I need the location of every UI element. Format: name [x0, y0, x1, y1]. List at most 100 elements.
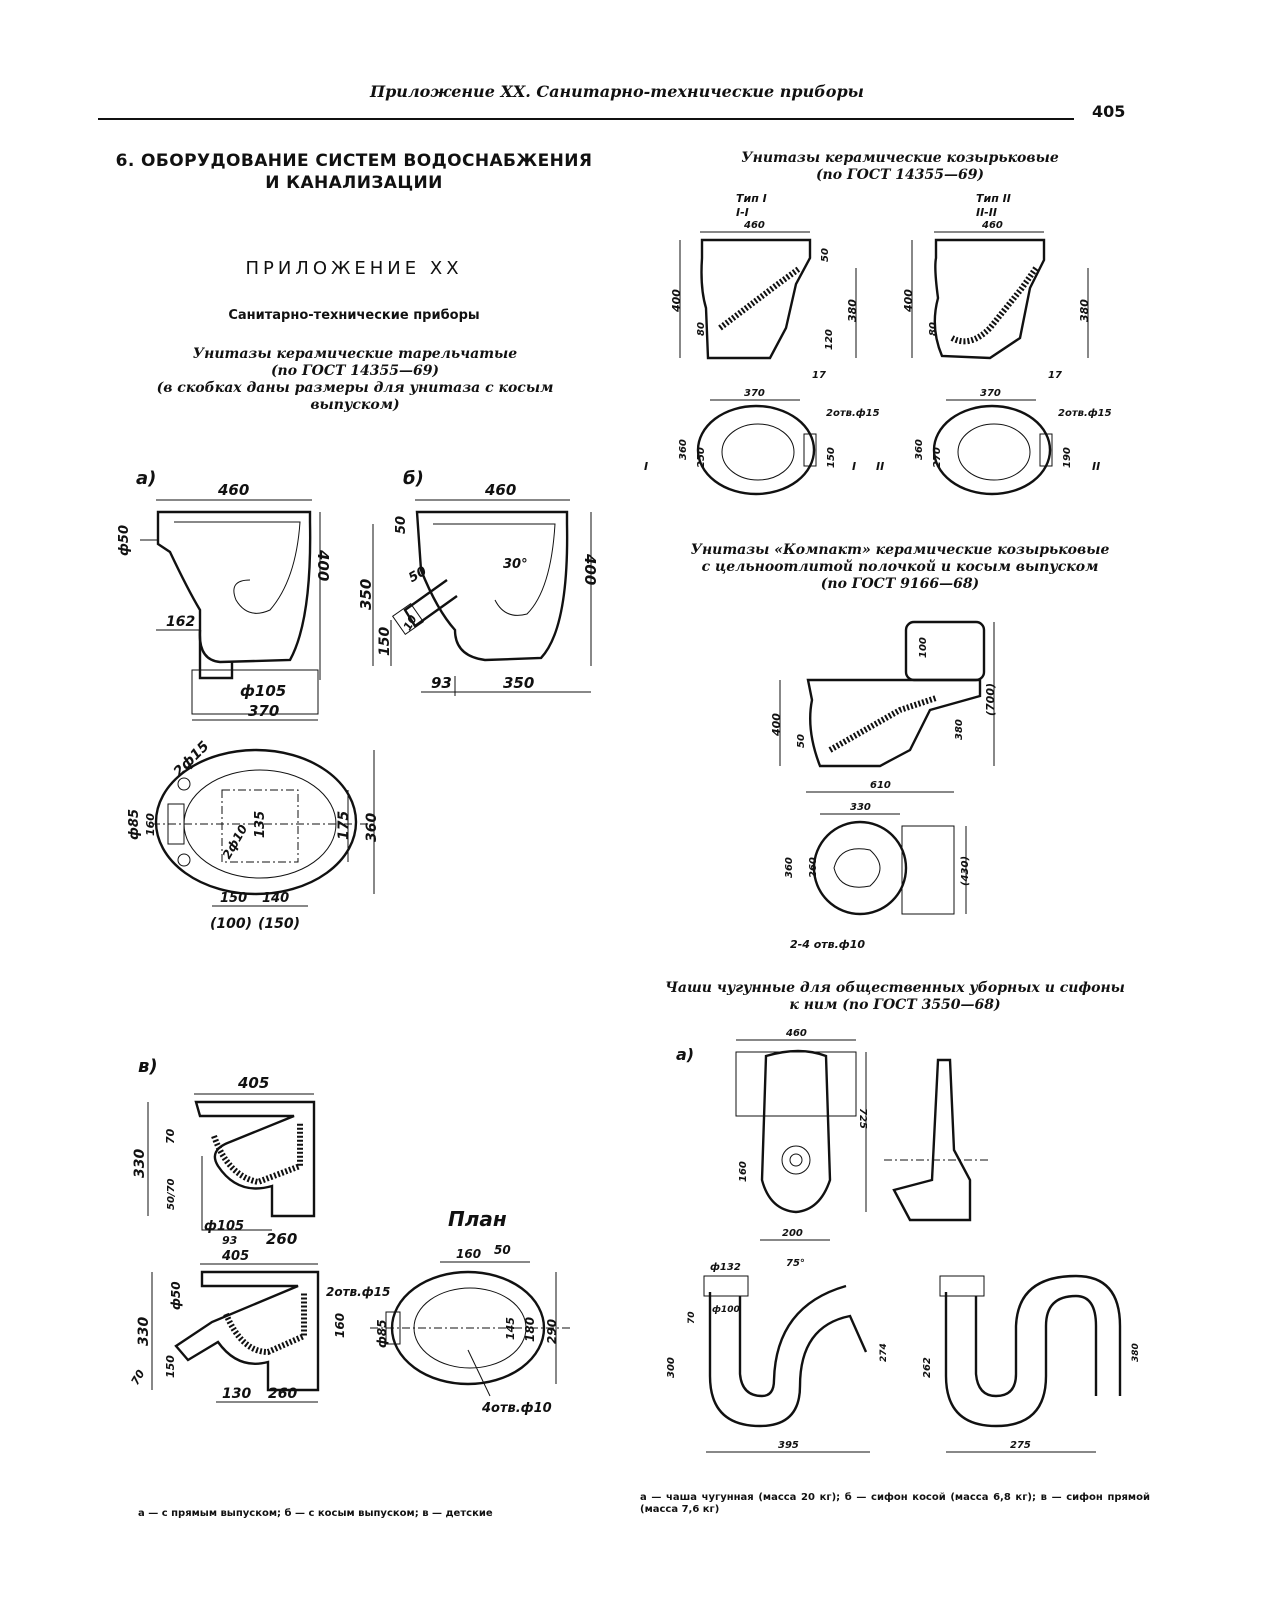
inlet-nozzle — [385, 1311, 401, 1345]
plan-label: План — [448, 1207, 507, 1231]
bowl-footrest-plate — [735, 1051, 857, 1117]
inlet-nozzle — [167, 803, 185, 845]
dim-d120: 120 — [824, 329, 835, 350]
dim-holes: 2отв.ф15 — [1058, 407, 1112, 419]
dim-d130: 130 — [222, 1386, 251, 1402]
caption-compact-toilets: Унитазы «Компакт» керамические козырьков… — [640, 542, 1160, 593]
dim-h700: (700) — [984, 683, 997, 716]
drain-hole-inner — [789, 1153, 803, 1167]
dim-d300: 300 — [666, 1357, 677, 1378]
dim-d10: 2ф10 — [220, 822, 251, 861]
plan-rim-outer — [696, 404, 816, 496]
type-label: Тип I — [736, 192, 767, 205]
drawing-toilet-a-plan: 2ф15 ф85 160 135 2ф10 175 360 150 140 (1… — [127, 738, 380, 932]
section-mark-left: II — [876, 460, 884, 473]
dim-h400: 400 — [902, 289, 915, 313]
dim-d132: ф132 — [710, 1261, 741, 1273]
cistern-plan — [901, 825, 955, 915]
bowl-outline — [415, 510, 569, 662]
dim-h50: 50 — [394, 516, 409, 534]
appendix-subtitle: Санитарно-технические приборы — [228, 308, 480, 323]
dim-d160b: 160 — [333, 1313, 347, 1338]
dim-d70: 70 — [164, 1128, 177, 1144]
dim-h100: 100 — [918, 637, 929, 658]
dim-h150: 150 — [826, 447, 837, 468]
section-channel — [950, 266, 1039, 345]
dim-d10: 10 — [401, 613, 420, 633]
siphon-socket — [703, 1275, 749, 1297]
dim-d50: 50 — [796, 734, 807, 748]
dim-holes: 2-4 отв.ф10 — [790, 938, 865, 951]
dim-d290: 290 — [545, 1319, 559, 1344]
section-mark-right: I — [852, 460, 856, 473]
plan-rim-outer — [154, 748, 358, 896]
section-title: 6. ОБОРУДОВАНИЕ СИСТЕМ ВОДОСНАБЖЕНИЯ И К… — [104, 150, 604, 194]
dim-150b: (150) — [258, 916, 300, 932]
dim-d93: 93 — [222, 1234, 238, 1247]
dim-d105: ф105 — [240, 682, 286, 700]
drawing-toilet-a-side: а) 460 ф50 400 162 ф105 370 — [117, 468, 332, 721]
dim-width: 460 — [785, 1028, 807, 1039]
dim-h330b: 330 — [136, 1317, 152, 1346]
figure-label-a: а) — [136, 468, 156, 489]
dim-bottom405: 405 — [221, 1249, 249, 1264]
dim-width: 610 — [870, 780, 891, 791]
fixing-hole — [177, 853, 191, 867]
leader-line — [467, 1349, 491, 1397]
footnote-right: а — чаша чугунная (масса 20 кг); б — сиф… — [640, 1492, 1150, 1515]
drawing-toilet-v-plan: План 160 50 2отв.ф15 ф85 160 145 180 290… — [326, 1207, 570, 1416]
dim-d17: 17 — [1048, 370, 1062, 381]
dim-h190: 190 — [1062, 447, 1073, 468]
dim-d85: ф85 — [127, 809, 142, 840]
siphon-straight-inner — [974, 1274, 1122, 1398]
figure-label-v: в) — [138, 1056, 158, 1077]
dim-d200: 200 — [782, 1228, 803, 1239]
dim-d70: 70 — [687, 1311, 697, 1324]
appendix-title: ПРИЛОЖЕНИЕ XX — [245, 258, 463, 279]
section-mark: II-II — [976, 206, 997, 219]
dim-width: 460 — [743, 220, 765, 231]
drawing-visor-type2-plan: 370 2отв.ф15 360 270 190 II II — [876, 388, 1112, 496]
dim-350: 350 — [503, 674, 534, 692]
dim-d380: 380 — [1131, 1343, 1141, 1362]
dim-162: 162 — [166, 614, 195, 630]
bowl-outline — [156, 510, 312, 664]
section-outline-b — [174, 1270, 320, 1392]
dim-h380: 380 — [954, 719, 965, 740]
dim-holes: 2отв.ф15 — [826, 407, 880, 419]
caption-line: с цельноотлитой полочкой и косым выпуско… — [701, 559, 1099, 575]
page-number: 405 — [1092, 102, 1126, 121]
dim-top405: 405 — [237, 1074, 269, 1092]
section-outline — [700, 238, 812, 360]
dim-d260: 260 — [266, 1230, 297, 1248]
dim-angle: 30° — [503, 557, 528, 572]
dim-h270: 270 — [932, 447, 943, 468]
caption-line: (в скобках даны размеры для унитаза с ко… — [156, 380, 554, 396]
dim-angle: 75° — [786, 1258, 805, 1269]
dim-d135: 135 — [253, 811, 268, 838]
dim-100: (100) — [210, 916, 252, 932]
caption-line: Унитазы керамические тарельчатые — [192, 346, 518, 362]
dim-d105: ф105 — [204, 1219, 244, 1234]
dim-h350: 350 — [357, 579, 375, 610]
dim-150: 150 — [220, 891, 247, 906]
plan-rim-inner — [957, 423, 1031, 481]
drawing-compact-plan: 610 330 360 260 (430) 2-4 отв.ф10 — [784, 780, 971, 951]
base-block — [191, 669, 319, 715]
running-header-title: Приложение XX. Санитарно-технические при… — [370, 82, 864, 101]
figure-label: а) — [676, 1045, 694, 1064]
dim-d50: 50 — [494, 1243, 511, 1257]
siphon-oblique — [708, 1292, 868, 1428]
dim-d360: 360 — [364, 813, 380, 842]
section-channel — [718, 265, 802, 331]
outlet — [201, 1156, 272, 1231]
drawing-visor-type1-plan: 370 2отв.ф15 360 250 150 I I — [644, 388, 880, 496]
dim-holes2: 4отв.ф10 — [481, 1401, 552, 1416]
fixing-hole — [177, 777, 191, 791]
dim-h150: 150 — [377, 627, 393, 656]
dim-h360: 360 — [678, 439, 689, 460]
dim-h400: 400 — [770, 713, 783, 737]
dim-h380: 380 — [1078, 299, 1091, 322]
outlet-socket — [391, 602, 425, 636]
caption-visor-toilets: Унитазы керамические козырьковые (по ГОС… — [660, 150, 1140, 184]
